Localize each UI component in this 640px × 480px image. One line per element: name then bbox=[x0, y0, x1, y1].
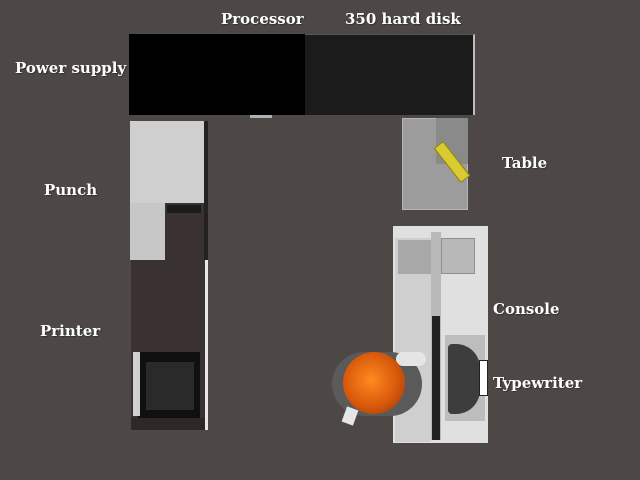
processor-unit[interactable] bbox=[129, 34, 306, 115]
console-switch-panel bbox=[432, 316, 440, 440]
printer-label: Printer bbox=[40, 322, 101, 340]
printer-edge bbox=[205, 260, 208, 430]
console-panel bbox=[398, 240, 433, 274]
disk-front-panel bbox=[250, 115, 272, 118]
console-screen bbox=[441, 238, 475, 274]
punch-card-slot bbox=[167, 205, 201, 213]
processor-label: Processor bbox=[221, 10, 304, 28]
typewriter-label: Typewriter bbox=[493, 374, 583, 392]
disk-label: 350 hard disk bbox=[345, 10, 461, 28]
punch-side-surface bbox=[130, 203, 165, 260]
typewriter-roller bbox=[479, 360, 488, 396]
typewriter-drum bbox=[448, 344, 480, 414]
printer-base bbox=[131, 418, 205, 430]
punch-edge bbox=[204, 121, 208, 260]
printer-mechanism-inner bbox=[146, 362, 194, 410]
hard-disk-unit[interactable] bbox=[305, 34, 475, 115]
operator-arm bbox=[396, 352, 426, 366]
table-label: Table bbox=[502, 154, 548, 172]
punch-top-surface bbox=[130, 121, 204, 203]
printer-roller bbox=[133, 352, 140, 416]
operator-head bbox=[343, 352, 405, 414]
power-supply-label: Power supply bbox=[15, 59, 127, 77]
console-label: Console bbox=[493, 300, 560, 318]
punch-label: Punch bbox=[44, 181, 98, 199]
